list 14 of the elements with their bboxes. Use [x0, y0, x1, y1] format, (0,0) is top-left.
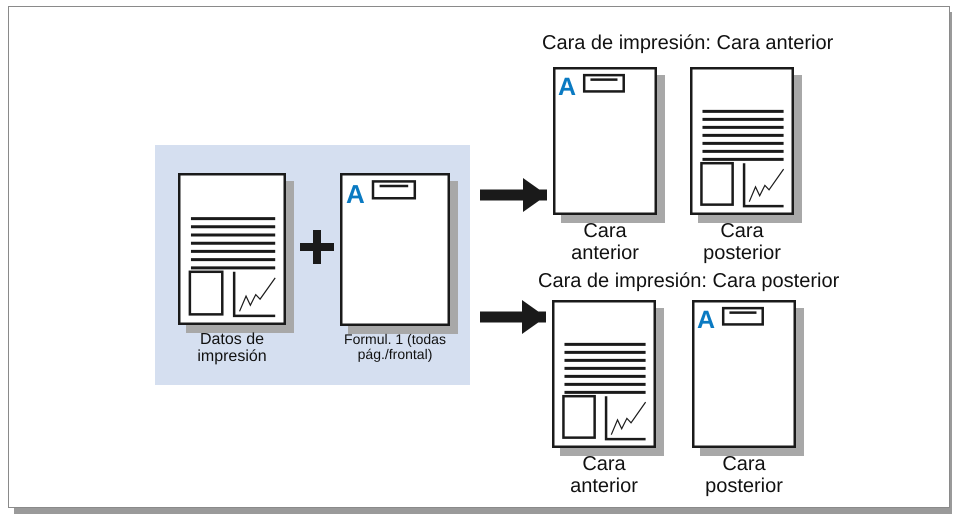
form-letter-mark: A	[346, 181, 365, 207]
page-caption: Cara anterior	[569, 454, 639, 498]
highlight-panel	[155, 145, 470, 385]
form-letter-mark: A	[697, 308, 716, 333]
page-caption: Formul. 1 (todas pág./frontal)	[343, 332, 447, 362]
page-caption: Cara anterior	[570, 221, 640, 264]
block-arrow	[480, 178, 547, 212]
page-caption: Cara posterior	[702, 221, 782, 264]
page-caption: Cara posterior	[704, 454, 784, 498]
block-arrow	[480, 300, 546, 334]
section-heading: Cara de impresión: Cara posterior	[538, 270, 840, 293]
section-heading: Cara de impresión: Cara anterior	[542, 32, 834, 55]
page-caption: Datos de impresión	[196, 331, 268, 366]
form-letter-mark: A	[558, 75, 576, 100]
